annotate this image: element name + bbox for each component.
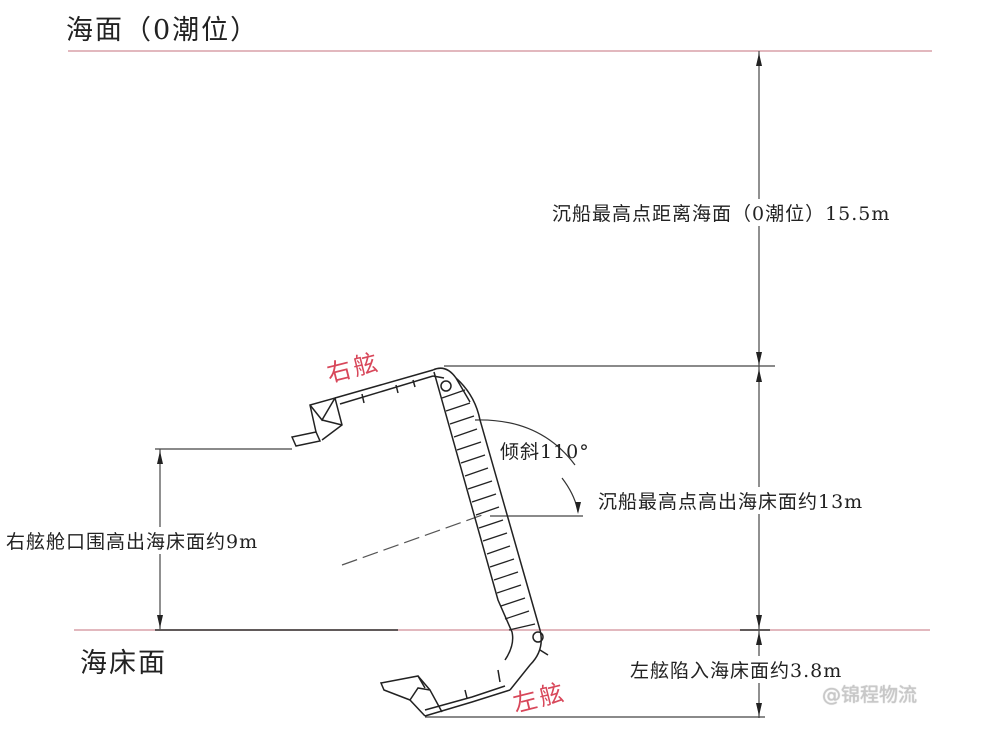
dim-top-above-seabed-label: 沉船最高点高出海床面约13m (598, 487, 864, 514)
dim-top-to-surface-label: 沉船最高点距离海面（0潮位）15.5m (552, 199, 891, 226)
tilt-arc (474, 419, 576, 466)
centerline-dashed (341, 513, 486, 566)
seabed-label: 海床面 (80, 648, 167, 679)
dim-starboard-hatch-label: 右舷舱口围高出海床面约9m (6, 527, 259, 554)
sea-surface-label: 海面（0潮位） (66, 15, 260, 46)
hull-ribs (441, 389, 536, 631)
tilt-label: 倾斜110° (500, 441, 590, 463)
dim-port-sunk-label: 左舷陷入海床面约3.8m (630, 656, 843, 683)
ship-hull (290, 367, 549, 717)
watermark: @锦程物流 (822, 684, 918, 706)
